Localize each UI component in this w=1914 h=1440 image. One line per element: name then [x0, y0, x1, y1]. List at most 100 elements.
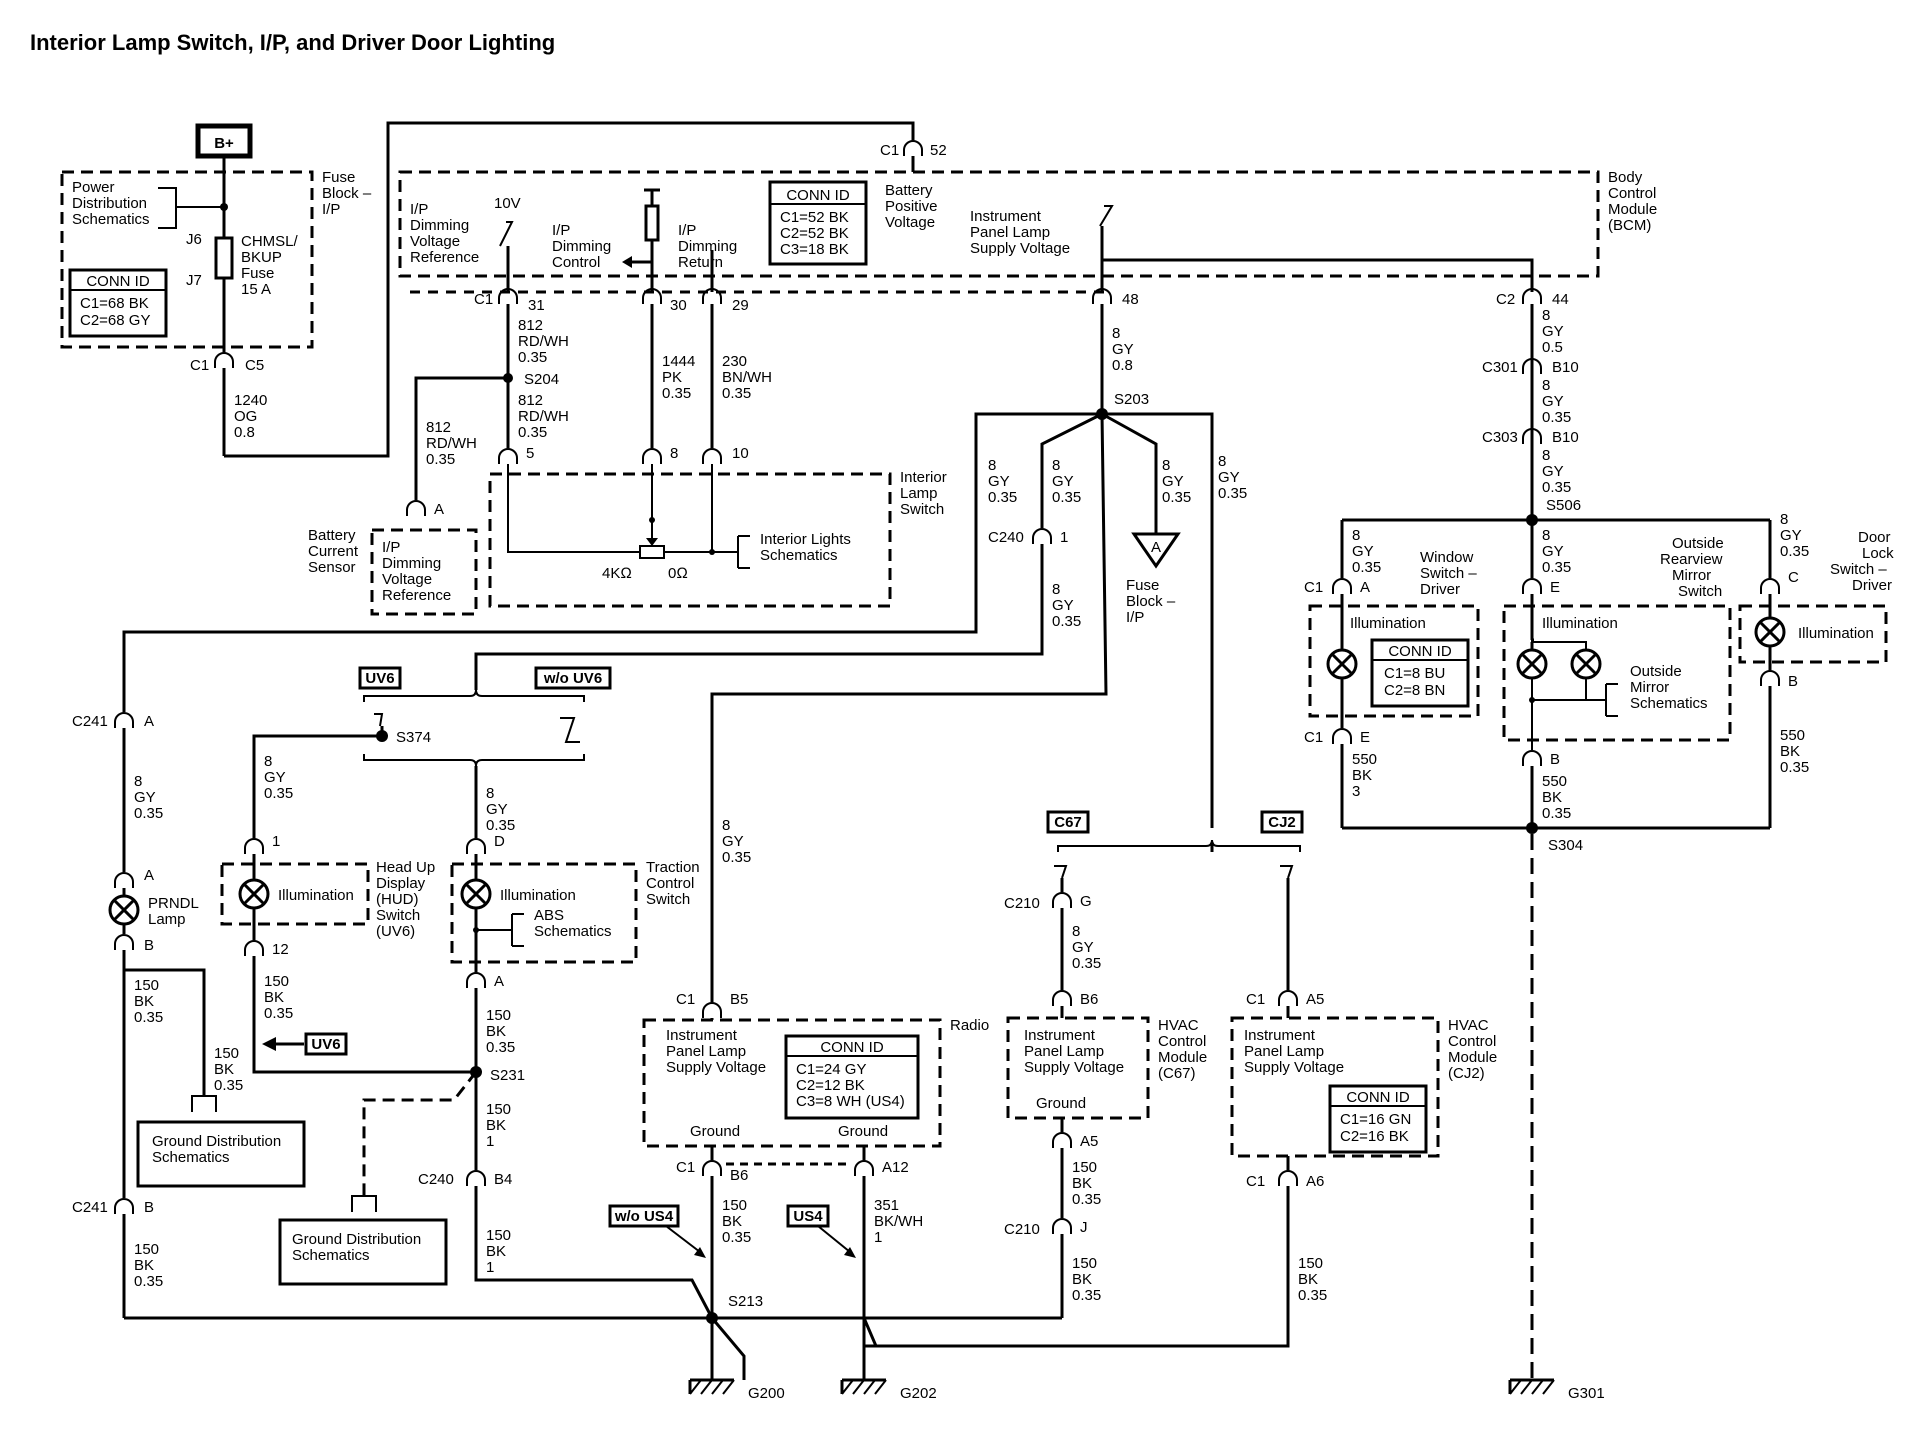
hud-2: Display — [376, 875, 426, 892]
fuse-block-3: I/P — [322, 201, 340, 218]
c67-ground: Ground — [1036, 1095, 1086, 1112]
wire-812-c1: 812 — [426, 419, 451, 436]
wire-bk-gd3: 0.35 — [214, 1077, 243, 1094]
wire-1444-1: 1444 — [662, 353, 695, 370]
wire-gy-h2: GY — [1072, 939, 1094, 956]
window-sw-1: Window — [1420, 549, 1474, 566]
conn-c1-radio: C1 — [676, 991, 695, 1008]
wire-550-3a: 550 — [1352, 751, 1377, 768]
wire-550-3c: 3 — [1352, 783, 1360, 800]
pin-b5-c67: B6 — [1080, 991, 1098, 1008]
conn-c1-bcm-bot: C1 — [474, 291, 493, 308]
pin-e-mir: E — [1550, 579, 1560, 596]
splice-s374: S374 — [396, 729, 431, 746]
c67-sup-1: Instrument — [1024, 1027, 1096, 1044]
ipdim-ref-4: Reference — [410, 249, 479, 266]
wire-gy-pr2: GY — [134, 789, 156, 806]
door-lock-3: Switch – — [1830, 561, 1887, 578]
wire-bk1-a1: 150 — [486, 1101, 511, 1118]
pin-a-sensor: A — [434, 501, 444, 518]
mirror-sw-1: Outside — [1672, 535, 1724, 552]
pin-a-win: A — [1360, 579, 1370, 596]
fuse-block-1: Fuse — [322, 169, 355, 186]
batt-pos-2: Positive — [885, 198, 938, 215]
gnd-dist-b1: Ground Distribution — [292, 1231, 421, 1248]
batt-pos-3: Voltage — [885, 214, 935, 231]
wire-gy-v2: GY — [1218, 469, 1240, 486]
door-illum: Illumination — [1798, 625, 1874, 642]
wire-gy05-2: GY — [1542, 323, 1564, 340]
wire-gy08-2: GY — [1112, 341, 1134, 358]
iplamp-2: Panel Lamp — [970, 224, 1050, 241]
hvac-cj2-1: HVAC — [1448, 1017, 1489, 1034]
radio-sup-1: Instrument — [666, 1027, 738, 1044]
pin-10: 10 — [732, 445, 749, 462]
wire-230-1: 230 — [722, 353, 747, 370]
ground-g202: G202 — [900, 1385, 937, 1402]
wire-bk1-b2: BK — [486, 1243, 506, 1260]
int-switch-2: Lamp — [900, 485, 938, 502]
win-conn-title: CONN ID — [1388, 643, 1452, 660]
opt-wo-us4: w/o US4 — [614, 1208, 674, 1225]
batt-sensor-2: Current — [308, 543, 359, 560]
tc-illum: Illumination — [500, 887, 576, 904]
wire-bk-pr2: BK — [134, 993, 154, 1010]
wire-gy-h1: 8 — [1072, 923, 1080, 940]
hud-illum: Illumination — [278, 887, 354, 904]
wire-gy-aa1: 8 — [1542, 527, 1550, 544]
hvac-cj2-3: Module — [1448, 1049, 1497, 1066]
wire-bk-h5: BK — [1072, 1271, 1092, 1288]
wire-gy-ab3: 0.35 — [1780, 543, 1809, 560]
batt-sensor-1: Battery — [308, 527, 356, 544]
tc-1: Traction — [646, 859, 700, 876]
wire-gy-x3: 0.35 — [1542, 409, 1571, 426]
wire-gy-ab1: 8 — [1780, 511, 1788, 528]
radio-conn-title: CONN ID — [820, 1039, 884, 1056]
wire-bk1-b1: 150 — [486, 1227, 511, 1244]
pin-g: G — [1080, 893, 1092, 910]
wire-351-2: BK/WH — [874, 1213, 923, 1230]
int-switch-3: Switch — [900, 501, 944, 518]
wire-gy-tc2: GY — [486, 801, 508, 818]
wire-gy-w2: GY — [1052, 597, 1074, 614]
tc-3: Switch — [646, 891, 690, 908]
wire-bk-pr6: 0.35 — [134, 1273, 163, 1290]
wire-bk-h1: 150 — [1072, 1159, 1097, 1176]
wire-bk-pr5: BK — [134, 1257, 154, 1274]
wire-gy-rd1: 8 — [722, 817, 730, 834]
wire-bk-hud3: 0.35 — [264, 1005, 293, 1022]
power-dist-label-2: Distribution — [72, 195, 147, 212]
conn-c240-a: C240 — [988, 529, 1024, 546]
conn-c241-a: C241 — [72, 713, 108, 730]
hvac-conn-row-1: C1=16 GN — [1340, 1111, 1411, 1128]
wire-bk-rd2: BK — [722, 1213, 742, 1230]
wire-bk-h3: 0.35 — [1072, 1191, 1101, 1208]
wire-gy05-1: 8 — [1542, 307, 1550, 324]
pin-48: 48 — [1122, 291, 1139, 308]
ten-volt: 10V — [494, 195, 521, 212]
door-lock-1: Door — [1858, 529, 1891, 546]
pin-1-c240: 1 — [1060, 529, 1068, 546]
pin-b10-a: B10 — [1552, 359, 1579, 376]
sensor-ref-3: Voltage — [382, 571, 432, 588]
fuse-pin-j7: J7 — [186, 272, 202, 289]
fuse-ref-3: I/P — [1126, 609, 1144, 626]
wire-gy-aa3: 0.35 — [1542, 559, 1571, 576]
pin-8: 8 — [670, 445, 678, 462]
wire-bk-cj1: 150 — [1298, 1255, 1323, 1272]
hvac-c67-1: HVAC — [1158, 1017, 1199, 1034]
win-conn-row-1: C1=8 BU — [1384, 665, 1445, 682]
wire-bk-rd3: 0.35 — [722, 1229, 751, 1246]
splice-s213: S213 — [728, 1293, 763, 1310]
wire-og-3: 0.8 — [234, 424, 255, 441]
pin-b5-radio: B6 — [730, 1167, 748, 1184]
wire-550-3b: BK — [1352, 767, 1372, 784]
fuse-conn-title: CONN ID — [86, 273, 150, 290]
fuse-label-4: 15 A — [241, 281, 271, 298]
door-lock-2: Lock — [1862, 545, 1894, 562]
wire-gy-z2: GY — [1352, 543, 1374, 560]
iplamp-1: Instrument — [970, 208, 1042, 225]
wire-gy08-1: 8 — [1112, 325, 1120, 342]
wire-gy-x1: 8 — [1542, 377, 1550, 394]
